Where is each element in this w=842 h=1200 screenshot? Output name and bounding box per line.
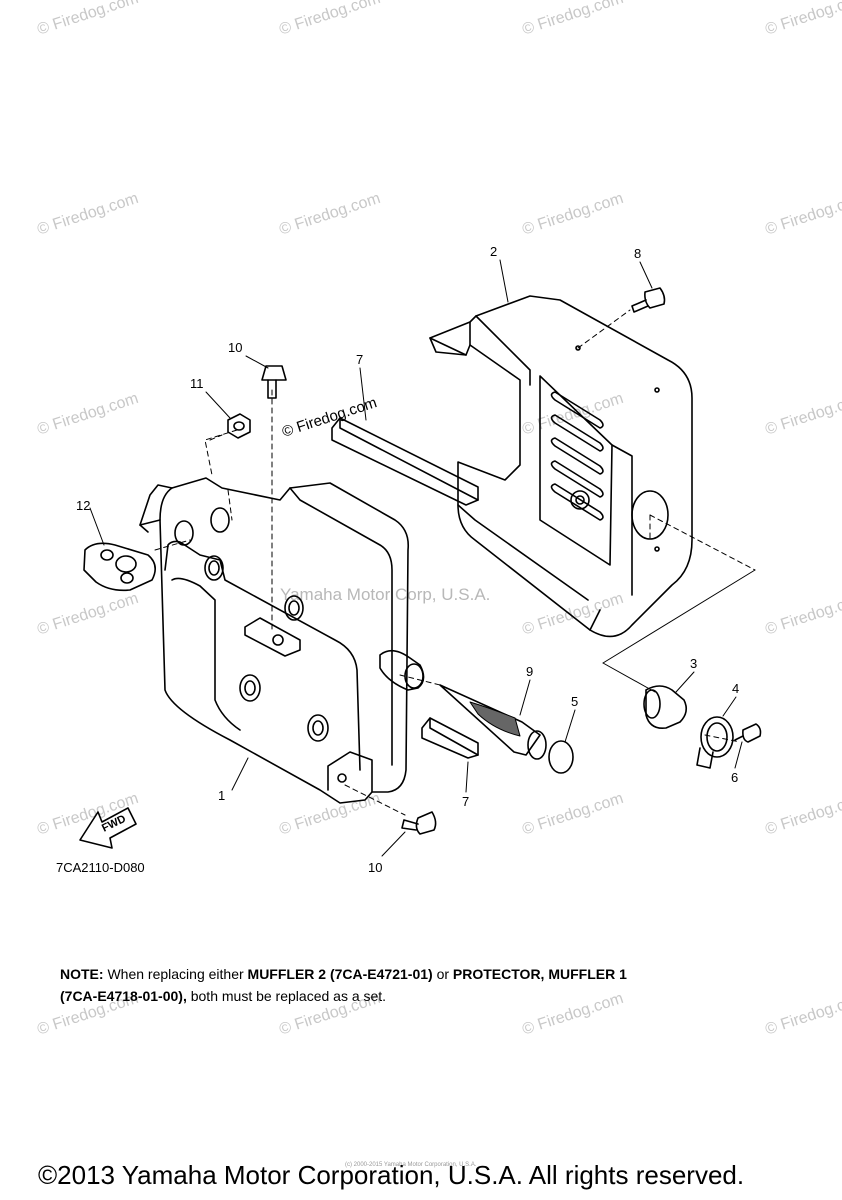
spark-arrester-part-9 <box>379 649 547 760</box>
gasket-part-7-lower <box>421 717 479 759</box>
note-text: or <box>432 966 453 982</box>
note-part: PROTECTOR, MUFFLER 1 <box>452 966 627 982</box>
callout-label: 4 <box>732 681 740 696</box>
screw-part-6 <box>734 723 762 743</box>
callout-label: 7 <box>356 352 364 367</box>
tiny-print: (c) 2000-2015 Yamaha Motor Corporation, … <box>345 1162 477 1168</box>
mid-watermark: © Firedog.com <box>280 394 379 441</box>
callout-label: 2 <box>490 244 498 259</box>
clamp-part-4 <box>696 716 734 769</box>
callout-label: 6 <box>731 770 739 785</box>
copyright: ©2013 Yamaha Motor Corporation, U.S.A. A… <box>38 1160 745 1190</box>
nut-part-11 <box>227 413 251 439</box>
replacement-note: NOTE: When replacing either MUFFLER 2 (7… <box>60 963 780 1007</box>
callout-label: 1 <box>218 788 226 803</box>
protector-part-2 <box>429 295 693 638</box>
callout-label: 10 <box>368 860 383 875</box>
callout-label: 12 <box>76 498 91 513</box>
callout-label: 9 <box>526 664 534 679</box>
gasket-part-7-upper <box>331 417 479 506</box>
muffler-part-1 <box>139 477 410 804</box>
vent-louvers <box>550 391 604 521</box>
forward-arrow: FWD <box>79 807 137 849</box>
callout-label: 10 <box>228 340 243 355</box>
note-part: (7CA-E4718-01-00), <box>60 988 187 1004</box>
callout-label: 3 <box>690 656 698 671</box>
center-watermark: Yamaha Motor Corp, U.S.A. <box>280 585 491 604</box>
note-label: NOTE: <box>60 966 104 982</box>
callout-label: 8 <box>634 246 642 261</box>
bolt-part-8 <box>631 287 666 313</box>
grommet-part-3 <box>643 685 688 730</box>
callout-label: 7 <box>462 794 470 809</box>
note-part: MUFFLER 2 (7CA-E4721-01) <box>247 966 433 982</box>
note-text: When replacing either <box>103 966 248 982</box>
assembly-lines <box>154 309 756 816</box>
callout-label: 11 <box>190 376 204 391</box>
bolt-part-10-upper <box>261 365 287 399</box>
cap-part-5 <box>548 740 574 774</box>
diagram-code: 7CA2110-D080 <box>56 860 145 875</box>
leader-lines <box>89 259 743 857</box>
callout-label: 5 <box>571 694 579 709</box>
bolt-part-10-lower <box>401 811 437 835</box>
gasket-part-12 <box>83 542 156 592</box>
note-text: both must be replaced as a set. <box>186 988 387 1004</box>
